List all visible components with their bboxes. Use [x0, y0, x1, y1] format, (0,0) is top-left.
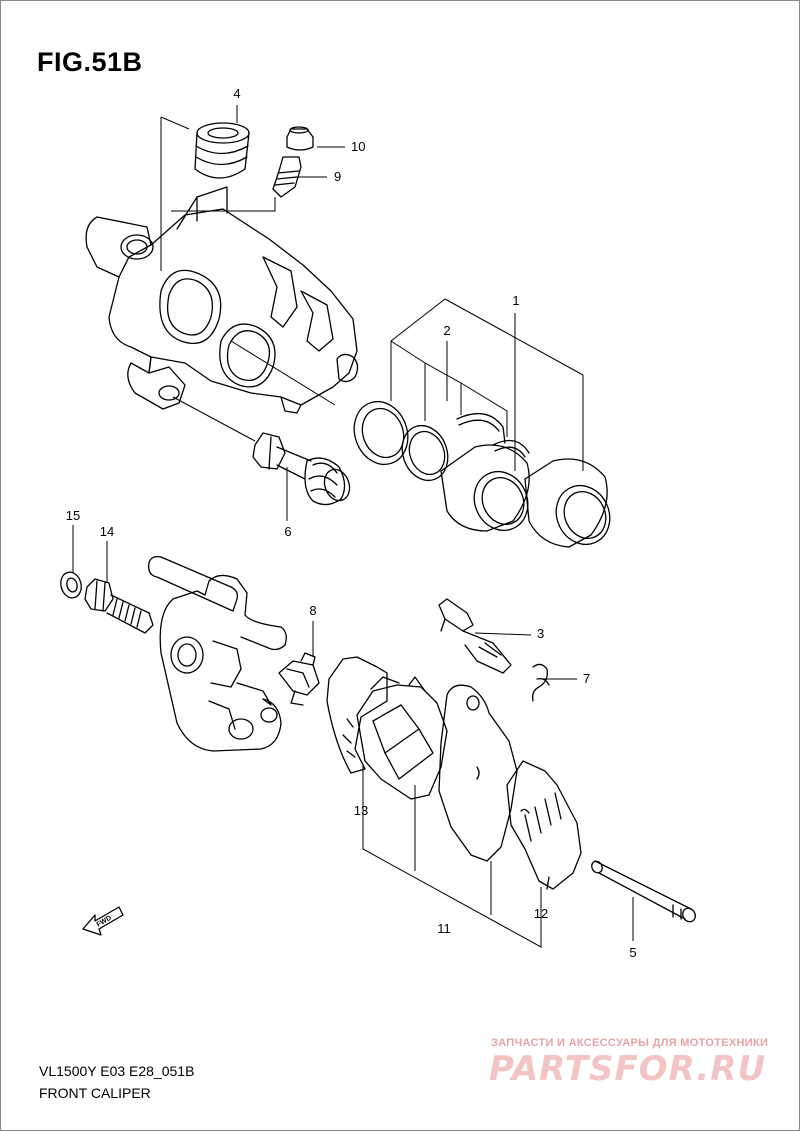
callout-numbers: 1 2 3 4 5 6 7 8 9 10 11 12 13 14 15 FWD: [66, 86, 637, 960]
part-11-pad-left: [356, 676, 448, 800]
model-code: VL1500Y E03 E28_051B: [39, 1063, 195, 1079]
fwd-arrow-icon: [82, 906, 124, 936]
section-name: FRONT CALIPER: [39, 1085, 151, 1101]
callout-7: 7: [583, 671, 590, 686]
part-5-pad-pin: [591, 860, 696, 923]
callout-14: 14: [100, 524, 114, 539]
part-4-boot: [194, 122, 250, 179]
figure-title: FIG.51B: [37, 47, 143, 77]
callout-5: 5: [629, 945, 636, 960]
part-13-shim: [326, 656, 388, 774]
part-8-clip: [278, 652, 320, 706]
callout-13: 13: [354, 803, 368, 818]
callout-11: 11: [437, 921, 451, 936]
part-2-seal-outer: [353, 400, 409, 466]
part-1-piston: [524, 458, 611, 548]
part-1-seal-outer: [401, 424, 449, 482]
part-2-seal-inner: [456, 412, 506, 444]
part-3-pad-spring: [438, 598, 512, 674]
callout-15: 15: [66, 508, 80, 523]
part-2-piston: [440, 444, 530, 532]
caliper-bracket: [148, 555, 287, 752]
part-1-seal-inner: [492, 439, 530, 458]
callout-1: 1: [512, 293, 519, 308]
part-11-pad-right: [438, 684, 518, 862]
callout-6: 6: [284, 524, 291, 539]
callout-10: 10: [351, 139, 365, 154]
callout-4: 4: [233, 86, 240, 101]
part-15-washer: [60, 571, 82, 599]
callout-12: 12: [534, 906, 548, 921]
leader-lines: [72, 105, 634, 948]
watermark-logo: PARTSFOR.RU: [489, 1049, 767, 1089]
part-12-shim: [506, 760, 582, 890]
watermark-tagline: ЗАПЧАСТИ И АКСЕССУАРЫ ДЛЯ МОТОТЕХНИКИ: [491, 1037, 769, 1049]
part-9-bleeder-valve: [272, 156, 302, 198]
part-6-slide-pin: [252, 432, 351, 506]
part-14-bolt: [84, 578, 154, 634]
part-7-spring-clip: [531, 663, 550, 702]
callout-9: 9: [334, 169, 341, 184]
caliper-body: [85, 186, 359, 414]
callout-3: 3: [537, 626, 544, 641]
part-10-cap: [286, 126, 314, 151]
callout-8: 8: [309, 603, 316, 618]
callout-2: 2: [443, 323, 450, 338]
